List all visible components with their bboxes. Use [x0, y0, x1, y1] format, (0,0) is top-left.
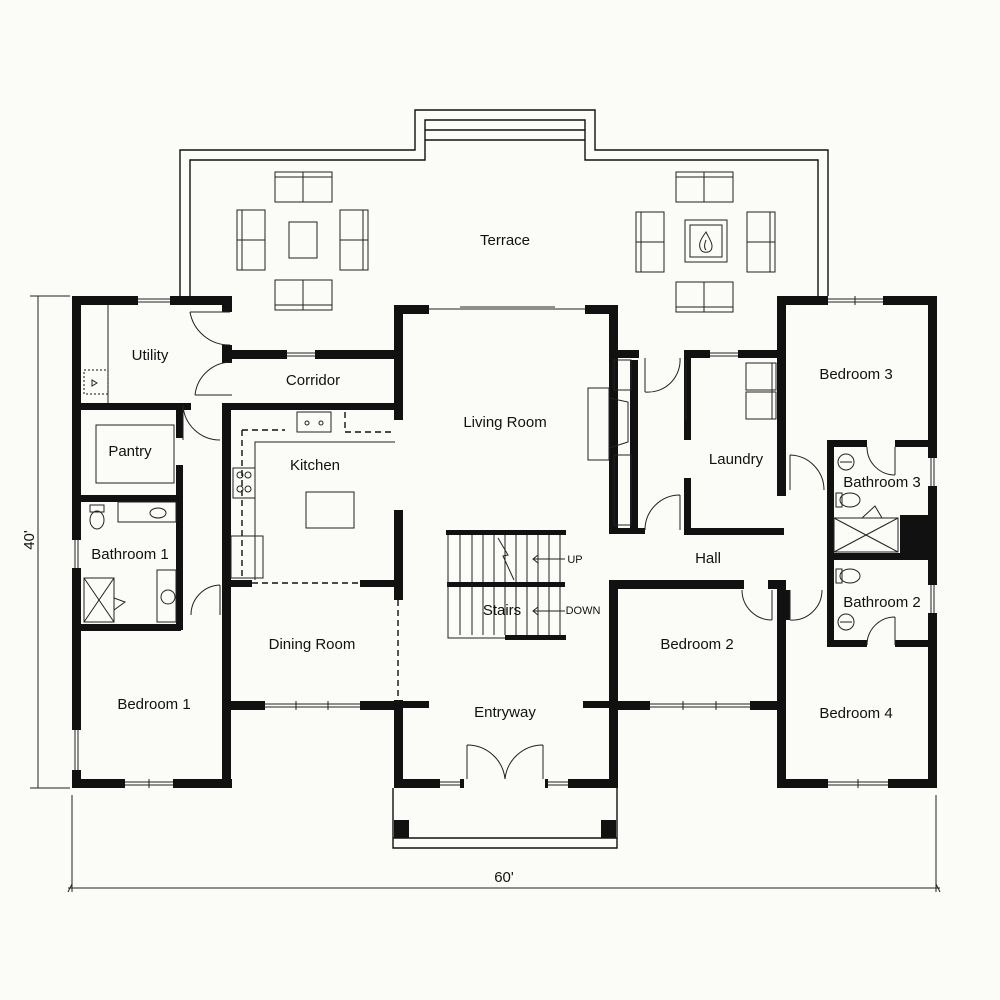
fire-icon [699, 231, 713, 253]
room-label-corridor: Corridor [286, 372, 340, 389]
room-label-living: Living Room [463, 414, 546, 431]
dryer-icon [745, 391, 777, 420]
room-label-hall: Hall [695, 550, 721, 567]
room-labels: Utility Corridor Pantry Kitchen Bathroom… [91, 347, 921, 722]
fireplace [587, 359, 632, 526]
staircase[interactable]: UP DOWN [446, 530, 600, 640]
stove-icon [232, 467, 256, 499]
utility-fixtures [83, 305, 177, 623]
toilet-icon [89, 510, 105, 530]
room-label-entryway: Entryway [474, 704, 536, 721]
arrow-down-icon [532, 606, 565, 616]
room-label-terrace: Terrace [480, 232, 530, 249]
terrace-seating-right [635, 171, 776, 313]
room-label-pantry: Pantry [108, 443, 152, 460]
windows [72, 296, 937, 788]
room-label-stairs: Stairs [483, 602, 521, 619]
terrace-outline [179, 109, 829, 300]
front-porch [392, 788, 618, 849]
room-label-kitchen: Kitchen [290, 457, 340, 474]
height-dimension: 40' [21, 530, 38, 550]
room-label-bedroom-1: Bedroom 1 [117, 696, 190, 713]
room-label-bathroom-2: Bathroom 2 [843, 594, 921, 611]
washer-icon [745, 362, 777, 391]
stairs-up-label: UP [567, 554, 582, 566]
sink-icon [296, 411, 332, 433]
shower-icon [83, 577, 115, 623]
room-label-bedroom-3: Bedroom 3 [819, 366, 892, 383]
kitchen-fixtures [230, 411, 395, 584]
room-label-bedroom-2: Bedroom 2 [660, 636, 733, 653]
bath1-vanity [117, 501, 177, 523]
arrow-up-icon [532, 554, 565, 564]
terrace-seating-left [236, 171, 369, 311]
fridge-icon [230, 535, 264, 579]
dimension-lines [30, 295, 941, 893]
laundry-machines [745, 362, 777, 420]
room-label-utility: Utility [132, 347, 169, 364]
bathroom-fixtures-right [833, 453, 899, 631]
stairs-down-label: DOWN [566, 605, 601, 617]
kitchen-island [305, 491, 355, 529]
width-dimension: 60' [494, 869, 514, 886]
front-door-left[interactable] [466, 744, 506, 780]
room-label-bedroom-4: Bedroom 4 [819, 705, 892, 722]
shower-icon-2 [833, 517, 899, 553]
room-label-laundry: Laundry [709, 451, 764, 468]
room-label-dining: Dining Room [269, 636, 356, 653]
fire-pit [684, 219, 728, 263]
coffee-table [288, 221, 318, 259]
room-label-bathroom-3: Bathroom 3 [843, 474, 921, 491]
pantry-shelf [95, 424, 175, 484]
doors [182, 311, 896, 780]
front-door-right[interactable] [504, 744, 544, 780]
room-label-bathroom-1: Bathroom 1 [91, 546, 169, 563]
